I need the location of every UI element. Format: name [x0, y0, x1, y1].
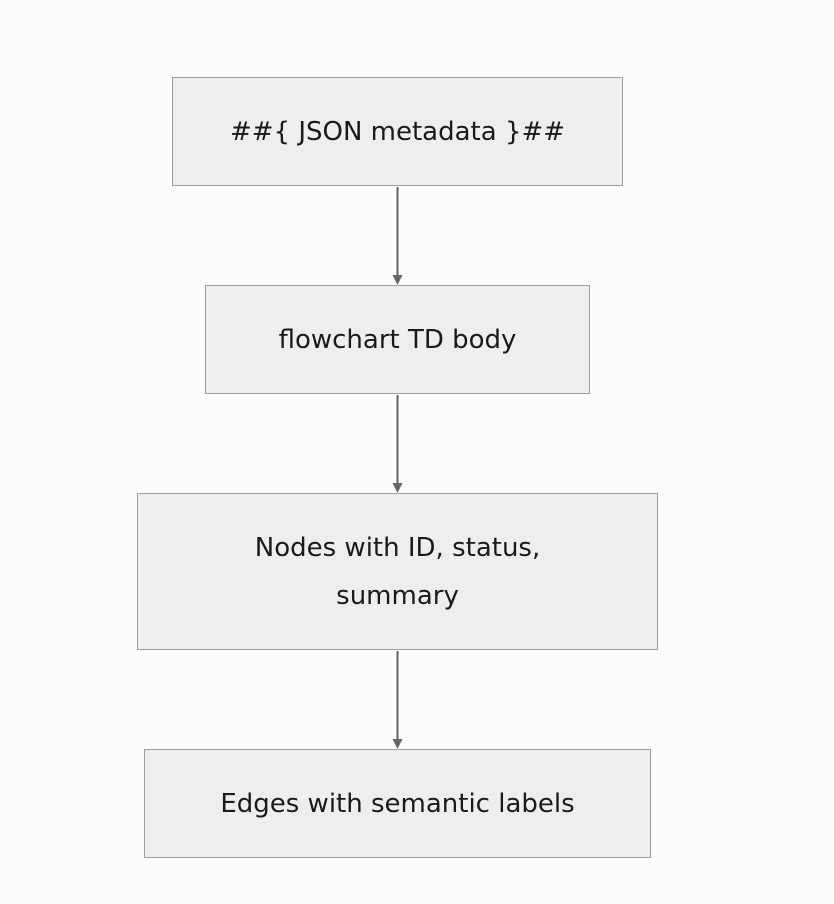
- node-label: flowchart TD body: [278, 324, 517, 355]
- node-nodes-with-id[interactable]: Nodes with ID, status, summary: [137, 493, 658, 650]
- node-label: ##{ JSON metadata }##: [229, 116, 566, 147]
- node-flowchart-body[interactable]: flowchart TD body: [205, 285, 590, 394]
- node-json-metadata[interactable]: ##{ JSON metadata }##: [172, 77, 623, 186]
- node-edges-with-labels[interactable]: Edges with semantic labels: [144, 749, 651, 858]
- node-label: Nodes with ID, status, summary: [254, 532, 541, 611]
- node-label: Edges with semantic labels: [220, 788, 575, 819]
